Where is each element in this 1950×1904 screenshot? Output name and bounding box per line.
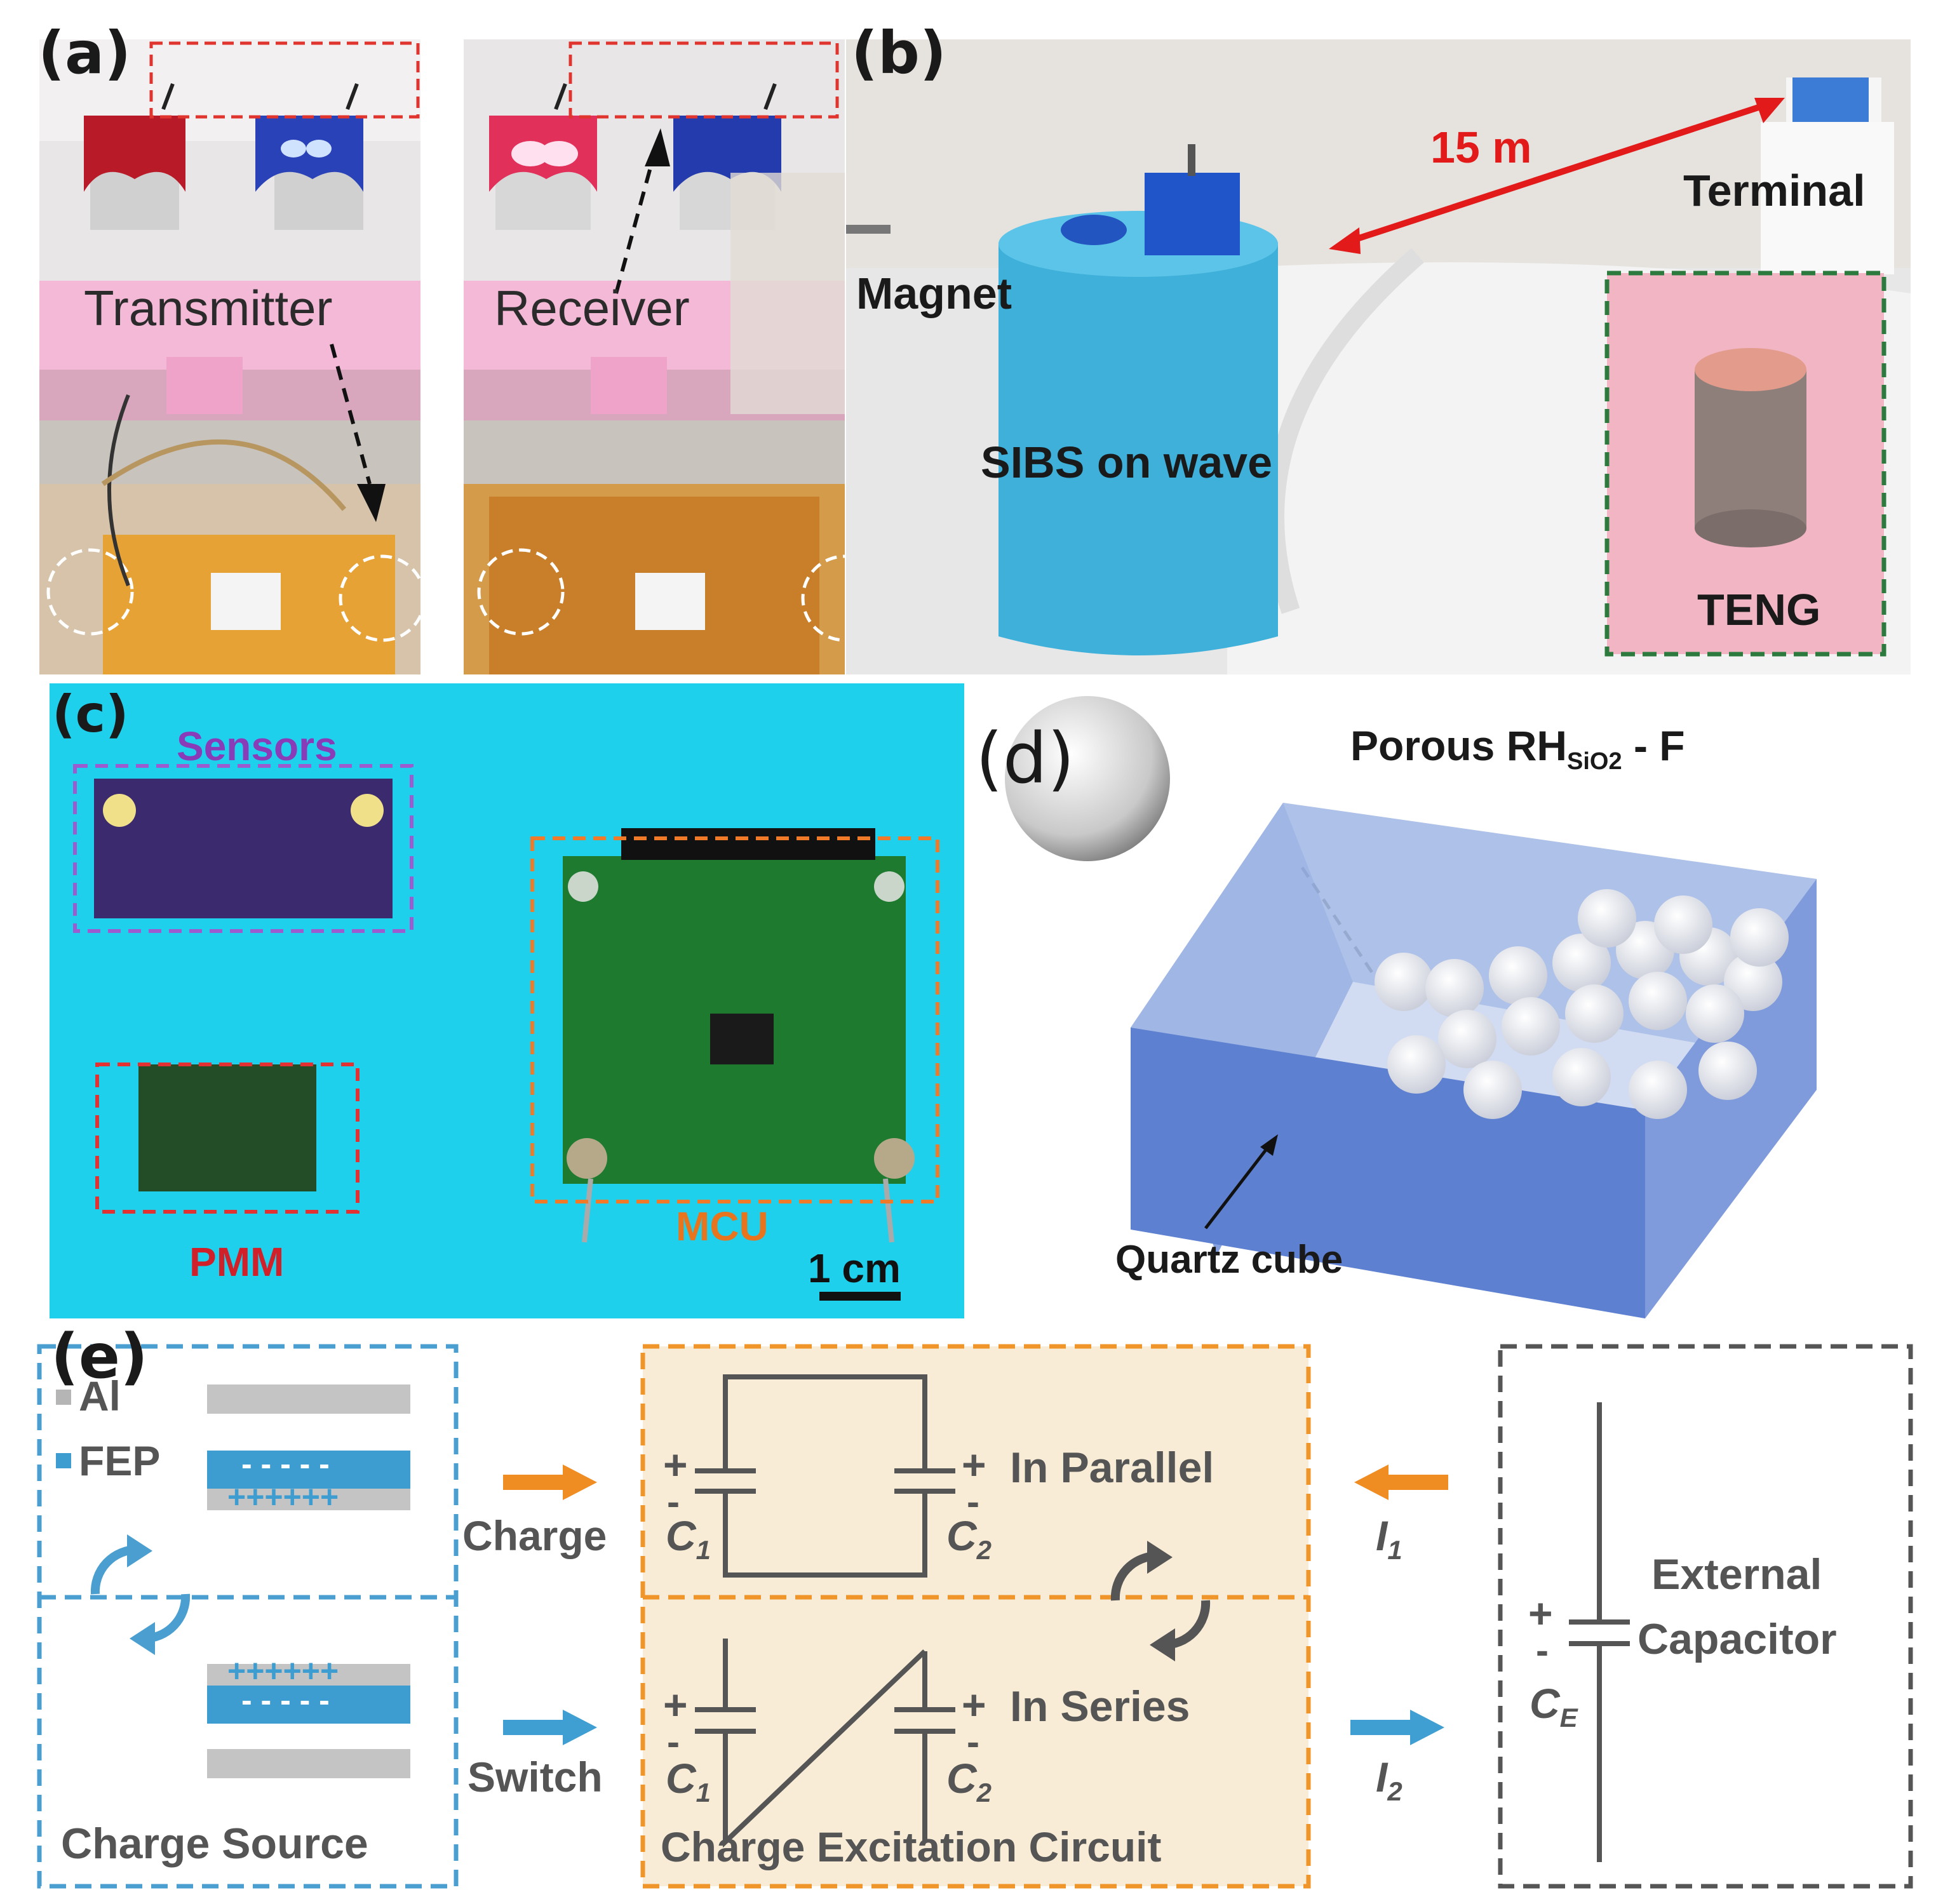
- panel-a-right-photo: Receiver: [464, 39, 845, 674]
- i1-letter: I: [1376, 1512, 1388, 1559]
- fep-top-minus: - - - - -: [241, 1446, 330, 1482]
- i2-sub: 2: [1387, 1776, 1402, 1807]
- receiver-label: Receiver: [494, 280, 690, 336]
- c1-series-letter: C: [666, 1755, 696, 1802]
- c1-parallel-label: C1: [666, 1512, 711, 1565]
- c1-series-label: C1: [666, 1754, 711, 1808]
- c2-series-sub: 2: [976, 1778, 992, 1808]
- charge-excitation-circuit-label: Charge Excitation Circuit: [661, 1823, 1162, 1870]
- al-label: Al: [79, 1372, 121, 1419]
- sibs-label: SIBS on wave: [981, 438, 1273, 487]
- ce-minus: -: [1536, 1629, 1549, 1672]
- panel-e-label: (e): [51, 1321, 148, 1392]
- ce-sub: E: [1559, 1703, 1578, 1733]
- ce-letter: C: [1530, 1680, 1560, 1727]
- panel-d-label: (d): [976, 718, 1075, 799]
- i2-letter: I: [1376, 1753, 1388, 1800]
- c2-series-plus: +: [962, 1681, 986, 1728]
- i1-sub: 1: [1387, 1535, 1402, 1565]
- terminal-label: Terminal: [1683, 166, 1866, 215]
- capacitor-label: Capacitor: [1637, 1615, 1837, 1663]
- c1-parallel-letter: C: [666, 1512, 696, 1559]
- fep-bottom-minus: - - - - -: [241, 1682, 330, 1718]
- c1-parallel-plus: +: [663, 1441, 688, 1488]
- porous-label-sub: SiO2: [1567, 748, 1622, 775]
- c2-series-minus: -: [967, 1720, 979, 1763]
- c1-parallel-minus: -: [667, 1480, 680, 1523]
- in-parallel-label: In Parallel: [1010, 1444, 1214, 1492]
- panel-b-photo: 15 m Terminal Magnet SIBS on wave TENG: [846, 39, 1911, 674]
- c2-series-label: C2: [946, 1754, 992, 1808]
- sensors-label: Sensors: [177, 723, 337, 769]
- porous-label-main: Porous RH: [1350, 722, 1568, 769]
- c1-series-minus: -: [667, 1720, 680, 1763]
- porous-label: Porous RHSiO2 - F: [1350, 721, 1685, 775]
- c1-series-sub: 1: [696, 1778, 711, 1808]
- external-label: External: [1651, 1550, 1822, 1599]
- panel-e-circuit: Al FEP - - - - - ++++++ ++++++ - - - - -…: [0, 1321, 1950, 1904]
- ce-label: CE: [1530, 1679, 1578, 1733]
- charge-arrow-label: Charge: [462, 1512, 607, 1559]
- charge-source-label: Charge Source: [61, 1820, 368, 1868]
- panel-d-diagram: Porous RHSiO2 - F Quartz cube: [972, 683, 1950, 1318]
- c2-parallel-sub: 2: [976, 1535, 992, 1565]
- quartz-label: Quartz cube: [1115, 1238, 1343, 1282]
- panel-a-left-photo: Transmitter: [39, 39, 420, 674]
- switch-arrow-label: Switch: [467, 1753, 603, 1800]
- panel-c-photo: Sensors PMM MCU 1 cm: [50, 683, 964, 1318]
- transmitter-label: Transmitter: [84, 280, 333, 336]
- c1-series-plus: +: [663, 1681, 688, 1728]
- mcu-label: MCU: [676, 1203, 769, 1249]
- magnet-label: Magnet: [856, 269, 1012, 318]
- porous-label-end: - F: [1622, 722, 1685, 769]
- fep-label: FEP: [79, 1437, 161, 1484]
- c2-parallel-letter: C: [946, 1512, 977, 1559]
- in-series-label: In Series: [1010, 1682, 1190, 1731]
- panel-a-label: (a): [38, 19, 131, 87]
- panel-c-label: (c): [52, 685, 129, 744]
- c2-parallel-minus: -: [967, 1480, 979, 1523]
- teng-label: TENG: [1697, 585, 1821, 634]
- i1-label: I1: [1376, 1512, 1402, 1565]
- scale-bar-label: 1 cm: [808, 1245, 901, 1291]
- c2-parallel-plus: +: [962, 1441, 986, 1488]
- distance-label: 15 m: [1430, 123, 1532, 172]
- pmm-label: PMM: [189, 1239, 285, 1285]
- fep-top-plus: ++++++: [227, 1479, 339, 1515]
- i2-label: I2: [1376, 1753, 1402, 1807]
- c1-parallel-sub: 1: [696, 1535, 711, 1565]
- fep-bottom-plus: ++++++: [227, 1653, 339, 1689]
- c2-parallel-label: C2: [946, 1512, 992, 1565]
- panel-b-label: (b): [851, 19, 946, 87]
- ce-plus: +: [1528, 1590, 1553, 1637]
- c2-series-letter: C: [946, 1755, 977, 1802]
